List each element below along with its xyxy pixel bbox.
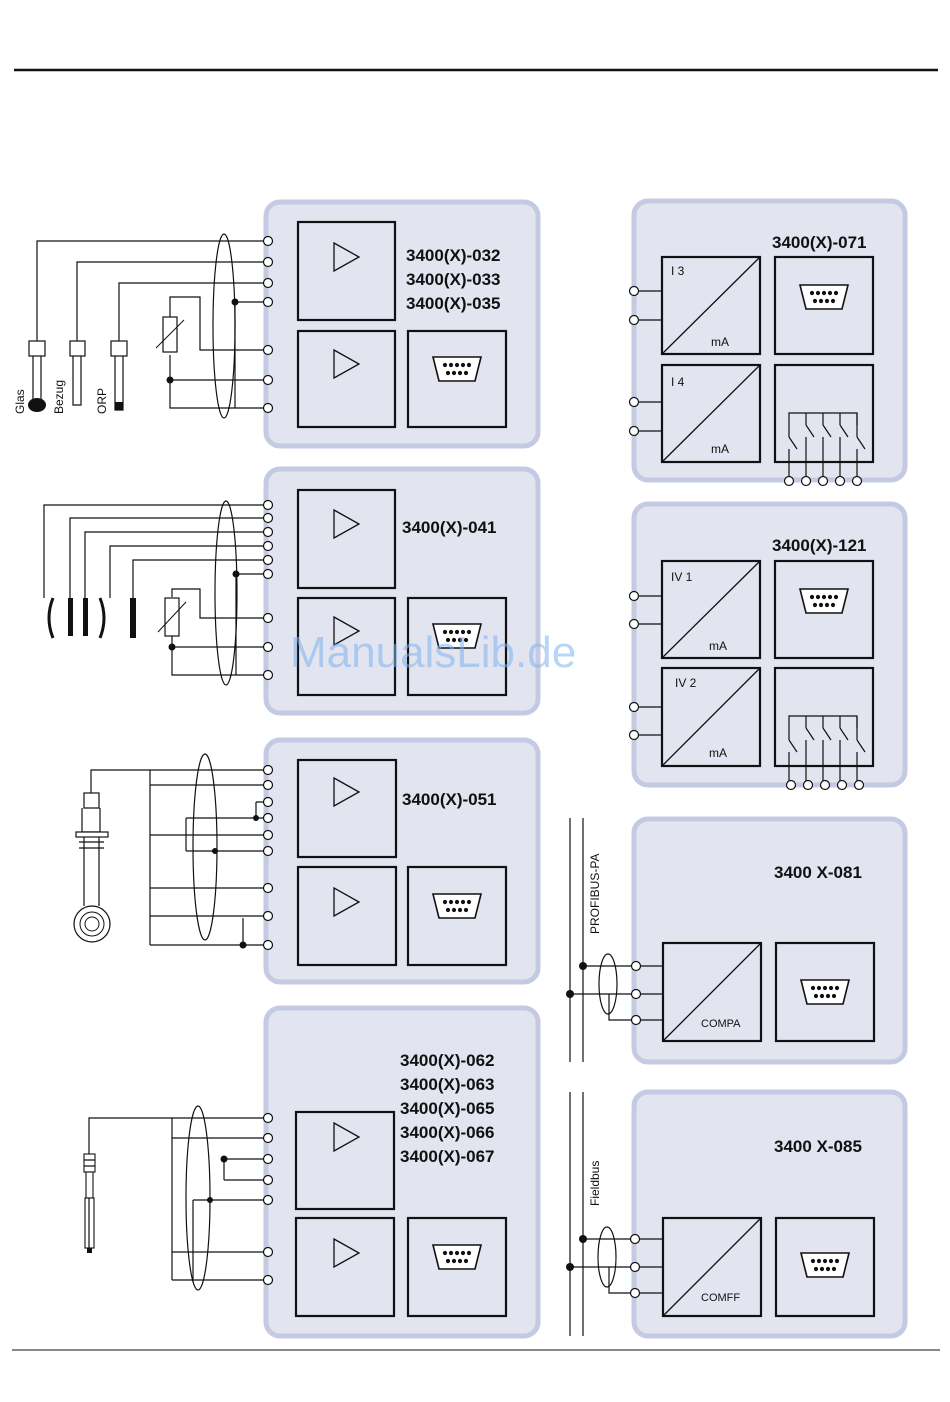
output-label: IV 1 <box>671 570 693 584</box>
module-071: 3400(X)-071 I 3 mA I 4 mA <box>630 201 906 486</box>
module-081: 3400 X-081 COMPA PROFIBUS-PA <box>566 818 905 1062</box>
module-label: 3400(X)-065 <box>400 1099 495 1118</box>
glass-label: Glas <box>13 389 27 414</box>
reference-electrode-icon <box>70 341 85 405</box>
orp-electrode-icon <box>111 341 127 410</box>
module-032: 3400(X)-032 3400(X)-033 3400(X)-035 Glas… <box>13 202 538 446</box>
module-051: 3400(X)-051 <box>74 740 538 982</box>
reference-label: Bezug <box>52 380 66 414</box>
module-label: 3400(X)-041 <box>402 518 497 537</box>
module-label: 3400(X)-062 <box>400 1051 495 1070</box>
output-label: I 3 <box>671 264 685 278</box>
device-label: COMPA <box>701 1018 741 1030</box>
unit-label: mA <box>709 639 727 653</box>
conductivity-sensor-icon <box>49 598 136 638</box>
module-062: 3400(X)-062 3400(X)-063 3400(X)-065 3400… <box>84 1008 538 1336</box>
module-label: 3400(X)-033 <box>406 270 501 289</box>
module-label: 3400(X)-071 <box>772 233 867 252</box>
unit-label: mA <box>711 442 729 456</box>
unit-label: mA <box>711 335 729 349</box>
connector-icon <box>800 589 848 613</box>
oxygen-sensor-icon <box>74 793 110 942</box>
connector-icon <box>801 980 849 1004</box>
connector-icon <box>433 1245 481 1269</box>
module-label: 3400(X)-035 <box>406 294 501 313</box>
connector-icon <box>433 894 481 918</box>
module-label: 3400(X)-067 <box>400 1147 495 1166</box>
module-085: 3400 X-085 COMFF Fieldbus <box>566 1092 905 1336</box>
unit-label: mA <box>709 746 727 760</box>
module-label: 3400(X)-051 <box>402 790 497 809</box>
module-label: 3400(X)-063 <box>400 1075 495 1094</box>
connector-icon <box>433 357 481 381</box>
connector-icon <box>801 1253 849 1277</box>
module-label: 3400(X)-032 <box>406 246 501 265</box>
module-label: 3400(X)-121 <box>772 536 867 555</box>
device-label: COMFF <box>701 1292 740 1304</box>
module-121: 3400(X)-121 IV 1 mA IV 2 mA <box>630 504 906 790</box>
module-label: 3400 X-085 <box>774 1137 862 1156</box>
bus-label: PROFIBUS-PA <box>588 854 602 934</box>
output-label: IV 2 <box>675 676 697 690</box>
bus-label: Fieldbus <box>588 1161 602 1206</box>
watermark: ManualsLib.de <box>290 628 576 677</box>
orp-label: ORP <box>95 388 109 414</box>
glass-electrode-icon <box>28 341 46 412</box>
output-label: I 4 <box>671 375 685 389</box>
connector-icon <box>800 285 848 309</box>
module-label: 3400(X)-066 <box>400 1123 495 1142</box>
probe-sensor-icon <box>84 1154 95 1253</box>
module-label: 3400 X-081 <box>774 863 862 882</box>
